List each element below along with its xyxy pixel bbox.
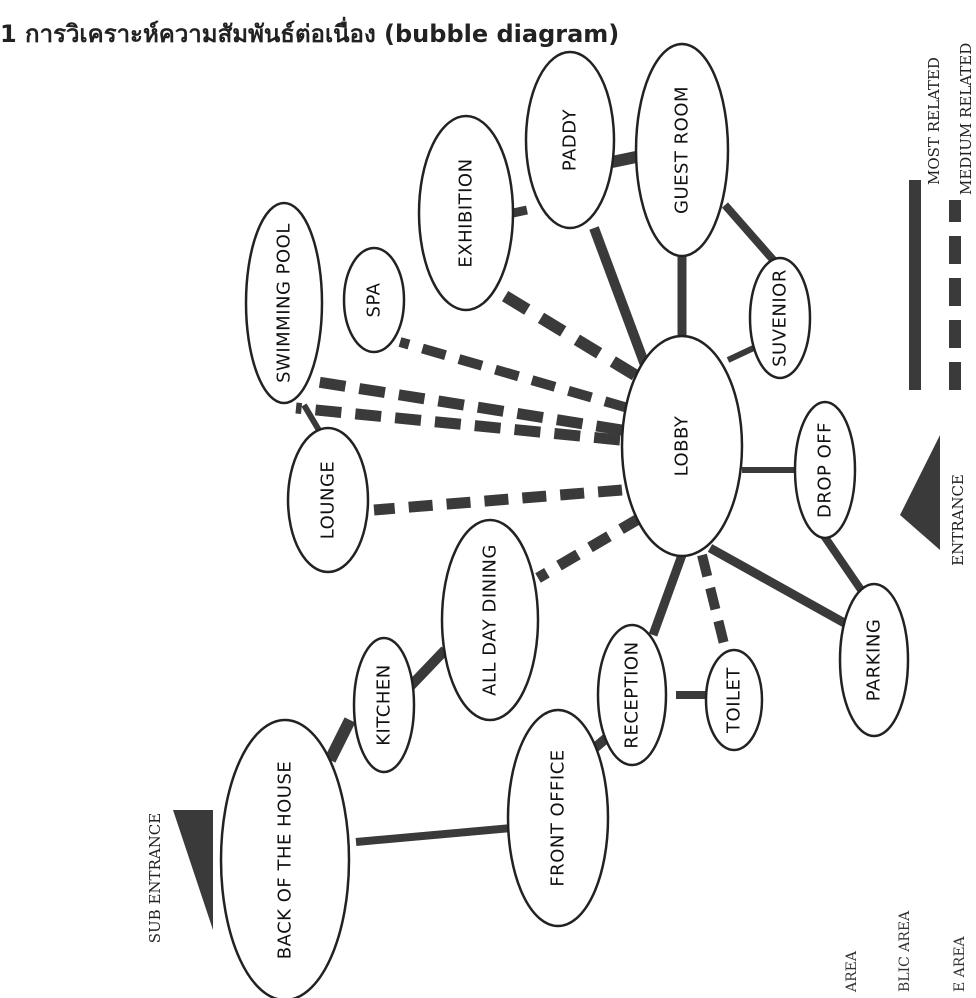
lobby-bubble <box>620 334 744 558</box>
lobby-label: LOBBY <box>672 415 693 476</box>
area-label-2: BLIC AREA <box>897 910 913 992</box>
area-label-1: AREA <box>844 950 860 993</box>
toilet-bubble <box>704 648 764 752</box>
entrance-label: ENTRANCE <box>949 474 967 566</box>
area-label-3: E AREA <box>952 935 968 992</box>
link-lobby-exhibition <box>496 287 639 381</box>
entrance-marker: ENTRANCE <box>900 435 967 566</box>
guest-room-label: GUEST ROOM <box>672 86 693 214</box>
reception-bubble <box>596 623 668 767</box>
sub-entrance-triangle-icon <box>173 810 213 930</box>
spa-bubble <box>342 246 406 354</box>
parking-label: PARKING <box>864 619 885 702</box>
connections <box>279 151 872 846</box>
link-lobby-spa <box>398 337 630 413</box>
legend: MOST RELATED MEDIUM RELATED <box>909 43 975 390</box>
link-exhibition-paddy <box>512 205 528 218</box>
kitchen-label: KITCHEN <box>374 664 395 746</box>
link-back-of-house-front-office <box>355 824 513 846</box>
drop-off-label: DROP OFF <box>815 422 836 518</box>
back-of-the-house-label: BACK OF THE HOUSE <box>275 761 296 959</box>
link-lobby-paddy <box>589 226 650 367</box>
exhibition-label: EXHIBITION <box>456 158 477 267</box>
legend-medium-related-label: MEDIUM RELATED <box>957 43 975 195</box>
link-drop-off-parking <box>816 527 872 603</box>
toilet-label: TOILET <box>724 667 745 734</box>
link-lobby-all-day-dining <box>535 513 643 583</box>
sub-entrance-label: SUB ENTRANCE <box>146 813 164 943</box>
reception-label: RECEPTION <box>622 641 643 748</box>
back-of-the-house-bubble <box>219 718 351 998</box>
kitchen-bubble <box>352 636 416 774</box>
spa-label: SPA <box>364 282 385 317</box>
link-lobby-swimming-pool-b <box>295 402 621 446</box>
swimming-pool-label: SWIMMING POOL <box>274 223 295 383</box>
suvenior-label: SUVENIOR <box>770 269 791 367</box>
bubble-labels: LOBBY GUEST ROOM PADDY EXHIBITION SUVENI… <box>274 86 885 959</box>
link-lobby-toilet <box>697 553 733 662</box>
exhibition-bubble <box>417 114 515 312</box>
suvenior-bubble <box>748 256 812 380</box>
link-guest-room-suvenior <box>721 202 779 265</box>
paddy-label: PADDY <box>560 108 581 171</box>
swimming-pool-bubble <box>244 201 324 405</box>
sub-entrance-marker: SUB ENTRANCE <box>146 810 213 943</box>
diagram-title: 1 การวิเคราะห์ความสัมพันธ์ต่อเนื่อง (bub… <box>0 20 620 48</box>
all-day-dining-bubble <box>440 518 540 722</box>
paddy-bubble <box>524 50 616 230</box>
lounge-label: LOUNGE <box>318 461 339 540</box>
link-lobby-lounge <box>373 484 623 516</box>
drop-off-bubble <box>793 400 857 540</box>
parking-bubble <box>838 582 910 738</box>
all-day-dining-label: ALL DAY DINING <box>480 544 501 696</box>
front-office-bubble <box>506 708 610 928</box>
lounge-bubble <box>286 426 370 574</box>
link-kitchen-back-of-house <box>324 717 356 763</box>
link-swimming-pool-lounge <box>301 403 323 434</box>
bubbles <box>219 42 910 998</box>
link-paddy-guest-room <box>610 151 638 168</box>
area-legend: AREA BLIC AREA E AREA <box>844 910 968 993</box>
front-office-label: FRONT OFFICE <box>548 749 569 886</box>
link-lobby-parking <box>707 544 851 629</box>
entrance-triangle-icon <box>900 435 940 550</box>
link-lobby-reception <box>648 553 687 637</box>
guest-room-bubble <box>634 42 730 258</box>
legend-most-related-label: MOST RELATED <box>925 57 943 185</box>
link-lobby-swimming-pool-a <box>279 370 623 436</box>
